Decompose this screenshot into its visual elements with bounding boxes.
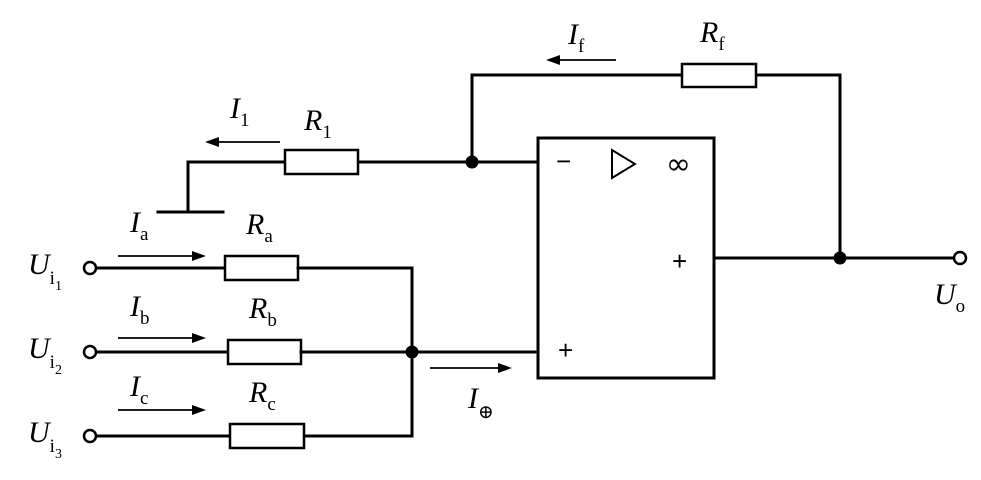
label-iplus: I⊕ xyxy=(467,382,494,423)
label-ra: Ra xyxy=(245,208,273,247)
opamp-triangle-icon xyxy=(611,148,637,180)
label-ui2: Ui2 xyxy=(28,332,62,378)
input-bus-junction-dot xyxy=(405,345,419,359)
label-rb: Rb xyxy=(248,292,277,331)
label-r1: R1 xyxy=(303,104,332,143)
arrow-i1-icon xyxy=(205,137,280,147)
resistor-r1 xyxy=(283,148,360,176)
opamp-inverting-sign: − xyxy=(556,146,571,176)
resistor-rc xyxy=(228,422,306,450)
terminal-ui1 xyxy=(82,260,98,276)
output-junction-dot xyxy=(833,251,847,265)
arrow-ic-icon xyxy=(118,405,206,415)
resistor-rf xyxy=(680,62,758,89)
arrow-iplus-icon xyxy=(430,363,512,373)
resistor-rb xyxy=(226,338,303,366)
resistor-ra xyxy=(223,254,300,282)
arrow-ia-icon xyxy=(118,251,206,261)
terminal-ui3 xyxy=(82,428,98,444)
opamp-noninverting-sign: + xyxy=(558,335,573,365)
label-ia: Ia xyxy=(129,206,149,245)
opamp-gain-symbol: ∞ xyxy=(666,147,691,182)
label-i1: I1 xyxy=(229,92,250,131)
label-ui3: Ui3 xyxy=(28,416,62,462)
arrow-ib-icon xyxy=(118,333,206,343)
r1-ground-wire xyxy=(186,160,287,214)
arrow-if-icon xyxy=(546,55,616,65)
label-ib: Ib xyxy=(129,290,150,329)
label-rc: Rc xyxy=(248,376,276,415)
label-rf: Rf xyxy=(699,16,725,55)
terminal-ui2 xyxy=(82,344,98,360)
label-if: If xyxy=(567,18,585,57)
label-ui1: Ui1 xyxy=(28,248,62,294)
opamp-output-sign: + xyxy=(672,246,687,276)
inverting-junction-dot xyxy=(465,155,479,169)
terminal-uo xyxy=(952,250,968,266)
label-ic: Ic xyxy=(129,370,148,409)
feedback-wire-right xyxy=(754,73,842,260)
label-uo: Uo xyxy=(934,278,965,317)
opamp-body xyxy=(536,136,716,380)
feedback-wire xyxy=(470,73,684,164)
